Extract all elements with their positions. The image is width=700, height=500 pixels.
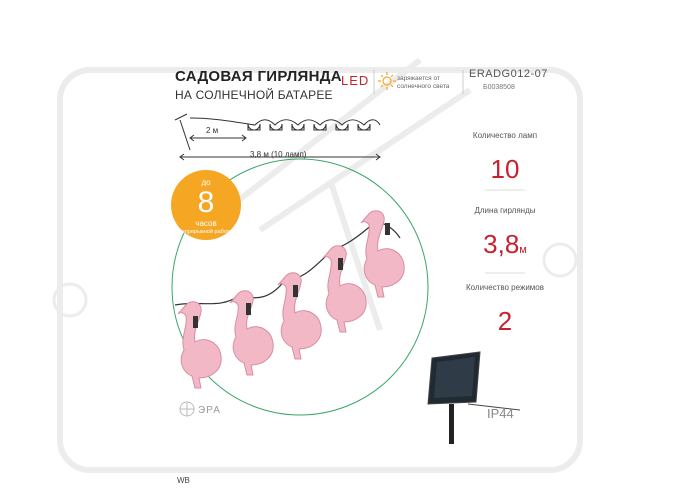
badge-prefix: до [201, 178, 211, 187]
flamingo-4 [322, 245, 367, 333]
spec-label-length: Длина гирлянды [474, 206, 536, 215]
sun-icon [378, 72, 396, 90]
spec-value-lamps: 10 [490, 154, 520, 184]
badge-number: 8 [197, 186, 215, 219]
lamp-icons [247, 123, 371, 131]
era-logo [179, 401, 195, 417]
flamingo-3 [277, 272, 322, 360]
garland-scheme [174, 113, 381, 161]
brand-name: ЭРА [198, 405, 221, 416]
led-label: LED [341, 73, 370, 88]
decor-circle [171, 158, 429, 416]
ip-rating: IP44 [487, 406, 514, 421]
solar-note: заряжается от солнечного света [397, 75, 450, 90]
total-length-label: 3,8 м (10 ламп) [250, 150, 307, 159]
watermark [52, 57, 583, 473]
article-number: Б0038508 [483, 84, 515, 91]
footer-mark: WB [177, 476, 190, 485]
spec-label-lamps: Количество ламп [472, 131, 538, 140]
wire-length-label: 2 м [206, 126, 219, 135]
badge-note: непрерывной работы [178, 229, 234, 235]
badge-unit: часов [195, 219, 217, 228]
flamingo-1 [177, 301, 222, 389]
flamingo-2 [229, 290, 274, 376]
flamingo-5 [360, 210, 405, 298]
spec-value-modes: 2 [497, 306, 513, 336]
flamingo-lamps [177, 210, 405, 389]
solar-panel-icon [427, 351, 521, 444]
spec-value-length: 3,8м [483, 229, 527, 259]
product-title: САДОВАЯ ГИРЛЯНДА [175, 68, 342, 85]
model-number: ERADG012-07 [469, 68, 548, 80]
product-subtitle: НА СОЛНЕЧНОЙ БАТАРЕЕ [175, 88, 333, 102]
spec-label-modes: Количество режимов [465, 283, 544, 292]
hours-badge [171, 170, 241, 240]
